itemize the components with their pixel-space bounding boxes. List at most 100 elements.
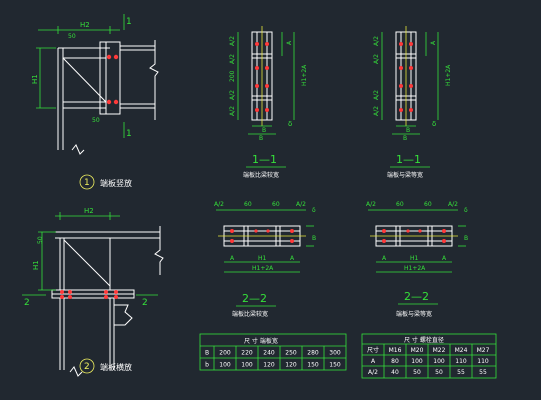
table-left-cell-0-1: 200 <box>219 350 231 357</box>
plate-v-left-dim-1: A/2 <box>229 36 236 46</box>
detail1-dim-50-bottom: 50 <box>92 117 100 124</box>
table-right-cell-0-5: M27 <box>477 347 490 354</box>
plate-h-left-dim-a-2: A <box>290 255 295 262</box>
plate-v-right-dim-delta: δ <box>432 120 436 128</box>
table-right-cell-2-0: A/2 <box>368 369 378 376</box>
plate-h-right-dim-60b: 60 <box>424 201 432 208</box>
table-left-cell-0-5: 280 <box>307 350 319 357</box>
plate-h-right-dim-h1: H1 <box>410 255 419 262</box>
plate-v-left-dim-b: B <box>259 135 263 142</box>
plate-h-right-caption: 端板与梁等宽 <box>396 310 432 318</box>
plate-h-right: A/2 60 60 A/2 B δ A H1 A H1+2A 2—2 端板与梁等… <box>366 201 468 318</box>
plate-h-left-caption: 端板比梁较宽 <box>232 310 268 318</box>
plate-v-right-section: 1—1 <box>396 153 421 166</box>
plate-h-right-dim-a-2: A <box>442 255 447 262</box>
table-right-header: 尺 寸 螺栓直径 <box>404 336 444 344</box>
table-right-cell-1-4: 110 <box>455 358 467 365</box>
plate-v-right-caption: 端板与梁等宽 <box>387 171 423 179</box>
plate-h-left: A/2 60 60 A/2 δ B A H1 A H1+2A 2—2 端板比梁较… <box>214 201 316 318</box>
detail1-elevation: 1 1 H2 50 H1 50 1 端板竖放 <box>31 14 159 190</box>
table-left-cell-0-4: 250 <box>285 350 297 357</box>
plate-h-left-dim-a-1: A <box>230 255 235 262</box>
table-right-cell-0-4: M24 <box>455 347 468 354</box>
plate-v-left-dim-b-small: B <box>262 127 266 134</box>
plate-v-left-dim-h1-2a: H1+2A <box>301 64 308 86</box>
plate-v-right-dim-2: A/2 <box>373 54 380 64</box>
table-right-cell-1-5: 110 <box>477 358 489 365</box>
table-right-cell-2-2: 50 <box>413 369 421 376</box>
detail2-caption: 端板横放 <box>100 362 132 372</box>
table-left-cell-1-0: b <box>205 362 209 369</box>
plate-h-left-dim-60a: 60 <box>244 201 252 208</box>
plate-h-right-dim-delta: δ <box>464 207 468 214</box>
plate-h-left-dim-h1: H1 <box>258 255 267 262</box>
table-right-cell-0-3: M22 <box>433 347 446 354</box>
table-left-cell-1-2: 100 <box>241 362 253 369</box>
table-right-cell-2-3: 50 <box>435 369 443 376</box>
table-left-cell-1-6: 150 <box>329 362 341 369</box>
plate-v-left-dim-4: A/2 <box>229 90 236 100</box>
plate-h-right-section: 2—2 <box>404 290 429 303</box>
table-left-cell-1-5: 150 <box>307 362 319 369</box>
detail2-section-mark-right: 2 <box>142 298 148 308</box>
plate-h-right-dim-60a: 60 <box>396 201 404 208</box>
plate-h-left-dim-a2: A/2 <box>214 201 224 208</box>
detail2-dim-h2: H2 <box>84 207 94 215</box>
table-left-cell-1-1: 100 <box>219 362 231 369</box>
plate-v-right: A/2 A/2 A/2 A/2 A H1+2A B B δ 1—1 端板与梁等宽 <box>373 26 452 179</box>
plate-h-right-dim-a2: A/2 <box>366 201 376 208</box>
table-right-cell-1-1: 80 <box>391 358 399 365</box>
plate-h-left-dim-b-side: B <box>312 235 316 242</box>
plate-v-left-dim-2: A/2 <box>229 54 236 64</box>
detail1-dim-50-top: 50 <box>68 33 76 40</box>
plate-v-right-dim-b: B <box>403 135 407 142</box>
plate-v-right-dim-4: A/2 <box>373 106 380 116</box>
plate-h-left-dim-delta: δ <box>312 207 316 214</box>
detail1-circle-number: 1 <box>84 178 90 188</box>
plate-h-left-dim-h1-2a: H1+2A <box>252 265 274 272</box>
detail2-dim-h1: H1 <box>32 260 40 270</box>
plate-h-right-dim-h1-2a: H1+2A <box>404 265 426 272</box>
table-left-cell-1-3: 120 <box>263 362 275 369</box>
table-right-cell-2-1: 40 <box>391 369 399 376</box>
plate-v-right-dim-a: A <box>430 40 437 45</box>
detail2-elevation: 2 2 H2 H1 50 2 端板横放 <box>22 207 164 377</box>
table-left-cell-0-3: 240 <box>263 350 275 357</box>
plate-h-left-dim-60b: 60 <box>272 201 280 208</box>
detail2-dim-50: 50 <box>37 236 44 244</box>
plate-v-left: A/2 A/2 200 A/2 A/2 A H1+2A B B δ 1—1 端板… <box>229 26 308 179</box>
detail2-section-mark-left: 2 <box>24 298 30 308</box>
table-left-cell-0-2: 220 <box>241 350 253 357</box>
table-right-cell-2-5: 55 <box>479 369 487 376</box>
plate-h-left-section: 2—2 <box>242 292 267 305</box>
table-left-header: 尺 寸 端板宽 <box>244 337 278 345</box>
detail1-section-mark-top: 1 <box>126 17 132 27</box>
plate-h-right-dim-b-side: B <box>464 235 468 242</box>
table-right-cell-0-1: M16 <box>389 347 402 354</box>
plate-v-left-dim-5: A/2 <box>229 106 236 116</box>
table-right-cell-1-3: 100 <box>433 358 445 365</box>
plate-v-left-dim-3: 200 <box>229 70 236 82</box>
plate-v-right-dim-3: A/2 <box>373 90 380 100</box>
table-right-cell-0-0: 尺寸 <box>367 346 379 354</box>
detail1-section-mark-bottom: 1 <box>126 129 132 139</box>
table-right-cell-0-2: M20 <box>411 347 424 354</box>
detail1-dim-h1: H1 <box>31 74 39 84</box>
table-left-cell-1-4: 120 <box>285 362 297 369</box>
plate-h-right-dim-a-1: A <box>382 255 387 262</box>
plate-v-left-caption: 端板比梁较宽 <box>243 171 279 179</box>
plate-v-right-dim-b-small: B <box>406 127 410 134</box>
table-right-cell-1-0: A <box>371 358 376 365</box>
table-right-cell-1-2: 100 <box>411 358 423 365</box>
detail1-caption: 端板竖放 <box>100 178 132 188</box>
detail1-dim-h2: H2 <box>80 21 90 29</box>
plate-v-right-dim-1: A/2 <box>373 36 380 46</box>
plate-v-right-dim-h1-2a: H1+2A <box>445 64 452 86</box>
plate-h-left-dim-a2b: A/2 <box>296 201 306 208</box>
plate-v-left-dim-a: A <box>286 40 293 45</box>
table-left-cell-0-6: 300 <box>329 350 341 357</box>
